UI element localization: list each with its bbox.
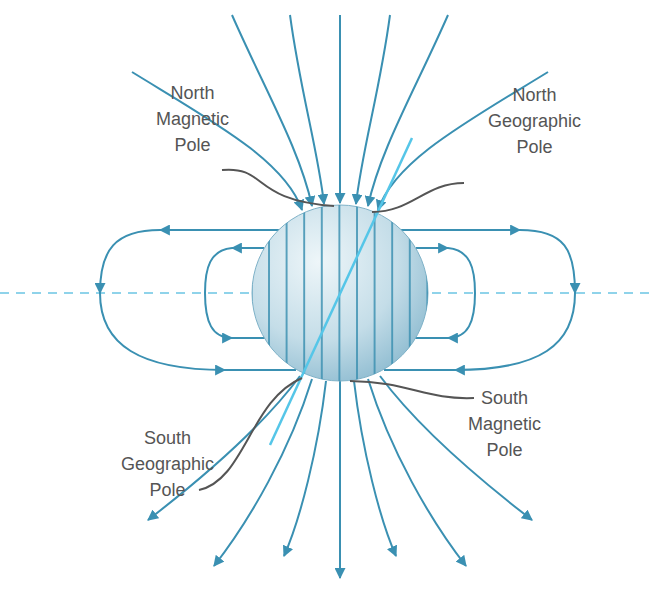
field-line	[284, 381, 326, 556]
pole-label: North Magnetic Pole	[156, 80, 229, 158]
leader-line	[350, 381, 474, 398]
field-loop	[401, 229, 520, 231]
field-loop	[520, 230, 575, 293]
leader-line	[199, 378, 302, 490]
field-loop	[416, 247, 448, 249]
field-loop	[232, 247, 264, 249]
field-line	[368, 379, 466, 566]
pole-label: South Magnetic Pole	[468, 385, 541, 463]
field-loop	[232, 337, 265, 339]
field-lines	[100, 15, 575, 578]
leader-line	[372, 183, 464, 212]
field-line	[290, 15, 324, 204]
field-loop	[100, 230, 160, 293]
field-loop	[160, 229, 279, 231]
field-line	[339, 381, 341, 578]
field-loop	[205, 248, 232, 338]
field-loop	[384, 369, 455, 371]
pole-label: North Geographic Pole	[488, 82, 581, 160]
field-line	[368, 15, 448, 206]
field-loop	[455, 293, 575, 370]
field-line	[339, 15, 341, 203]
field-loop	[448, 248, 475, 338]
field-line	[356, 15, 390, 204]
field-line	[232, 15, 312, 206]
field-loop	[225, 369, 296, 371]
geographic-axis	[270, 138, 412, 445]
field-loop	[415, 337, 448, 339]
field-line	[354, 381, 396, 556]
leader-line	[222, 170, 334, 206]
leader-lines	[199, 170, 474, 490]
field-line	[132, 72, 302, 210]
pole-label: South Geographic Pole	[121, 425, 214, 503]
field-line	[214, 379, 312, 566]
